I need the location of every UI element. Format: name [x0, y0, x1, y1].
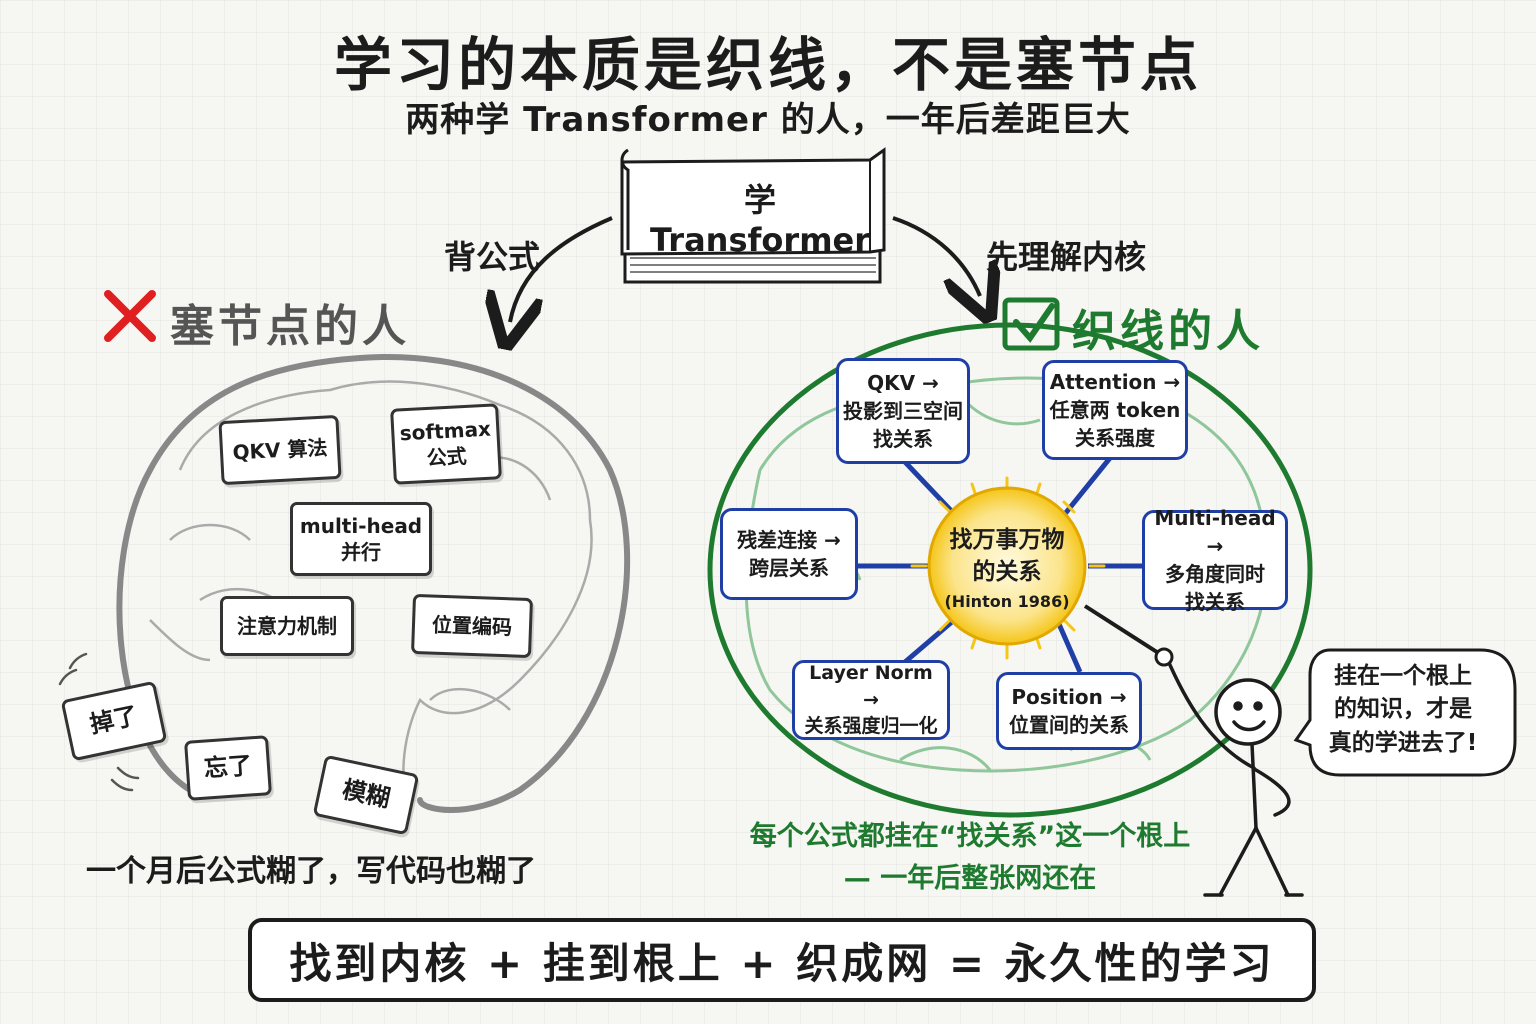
cross-icon	[104, 290, 156, 342]
node-attention: Attention → 任意两 token 关系强度	[1042, 360, 1188, 460]
book-label: 学 Transformer	[649, 181, 871, 259]
speech-bubble	[1293, 648, 1517, 777]
sun-core	[927, 486, 1087, 646]
node-position: Position → 位置间的关系	[996, 672, 1142, 750]
right-group-title: 织线的人	[1072, 306, 1264, 357]
book-icon	[620, 147, 886, 284]
stick-figure	[1164, 654, 1304, 897]
page-title: 学习的本质是织线，不是塞节点	[333, 31, 1202, 99]
sun-core-label: 找万事万物 的关系	[949, 527, 1065, 585]
motion-marks	[58, 652, 140, 792]
right-caption-line2: — 一年后整张网还在	[843, 863, 1097, 894]
card-attention: 注意力机制	[220, 596, 354, 656]
right-caption-line1: 每个公式都挂在“找关系”这一个根上	[749, 821, 1191, 852]
left-caption: 一个月后公式糊了，写代码也糊了	[86, 854, 536, 889]
branch-left-label: 背公式	[444, 238, 541, 276]
arrow-left	[510, 216, 613, 322]
falling-card-forgot: 忘了	[184, 735, 272, 801]
speech-bubble-text: 挂在一个根上 的知识，才是 真的学进去了!	[1328, 663, 1478, 756]
card-position: 位置编码	[410, 593, 534, 659]
card-multi-head: multi-head 并行	[290, 502, 432, 576]
card-softmax: softmax 公式	[390, 403, 502, 485]
page-subtitle: 两种学 Transformer 的人，一年后差距巨大	[405, 100, 1131, 140]
sun-core-citation: (Hinton 1986)	[944, 591, 1070, 611]
left-group-title: 塞节点的人	[170, 301, 410, 352]
brain-outline-left	[116, 354, 631, 813]
formula-box: 找到内核 + 挂到根上 + 织成网 = 永久性的学习	[248, 918, 1316, 1002]
sun-center-text: 找万事万物 的关系 (Hinton 1986)	[922, 508, 1092, 628]
arrow-right	[892, 216, 980, 296]
node-multi-head: Multi-head → 多角度同时 找关系	[1142, 506, 1288, 614]
check-icon	[1002, 297, 1060, 351]
node-residual: 残差连接 → 跨层关系	[720, 508, 858, 600]
branch-right-label: 先理解内核	[986, 238, 1147, 276]
node-layer-norm: Layer Norm → 关系强度归一化	[792, 660, 950, 740]
card-qkv: QKV 算法	[218, 414, 342, 486]
pointer-icon	[1083, 604, 1174, 667]
node-qkv: QKV → 投影到三空间 找关系	[836, 358, 970, 464]
